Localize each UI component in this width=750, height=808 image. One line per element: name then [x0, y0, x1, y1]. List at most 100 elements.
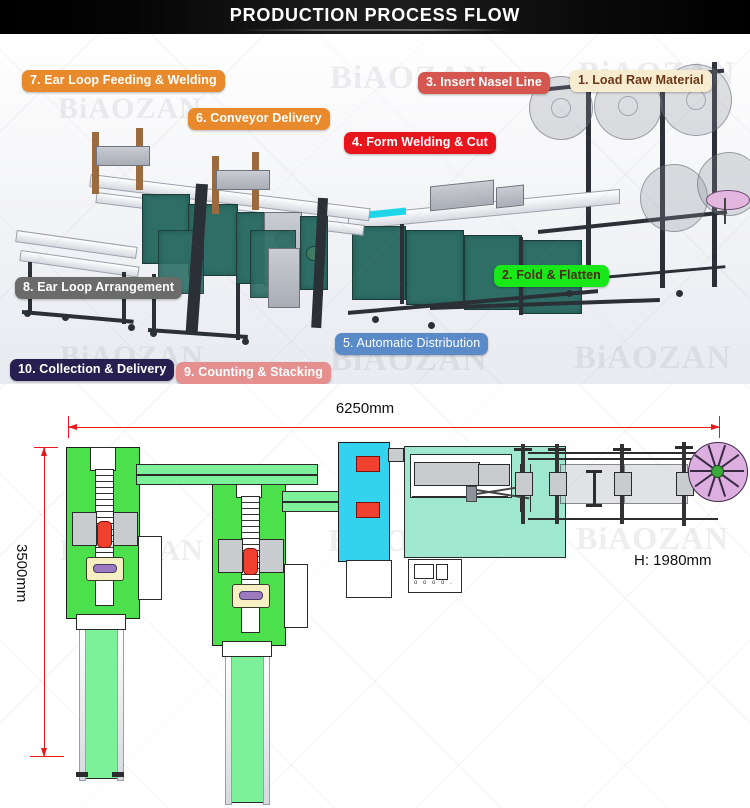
cabinet-support-leg	[400, 224, 404, 304]
welder-head-left	[218, 539, 243, 573]
step-label-1[interactable]: 1. Load Raw Material	[570, 70, 712, 92]
welding-tower-post	[212, 156, 219, 214]
transfer-rail	[282, 502, 346, 512]
step-label-9-text: 9. Counting & Stacking	[184, 365, 324, 379]
caster-wheel	[372, 316, 379, 323]
transfer-rail	[136, 475, 318, 485]
step-label-10-text: 10. Collection & Delivery	[18, 362, 167, 376]
welder-head-right	[113, 512, 138, 546]
machine-cabinet	[352, 226, 406, 300]
width-arrow-right	[711, 424, 720, 430]
support-post-cap	[586, 470, 602, 473]
spindle-crossbar	[675, 446, 693, 449]
spindle-crossbar	[514, 448, 532, 451]
header-banner: PRODUCTION PROCESS FLOW	[0, 0, 750, 34]
depth-arrow-top	[41, 447, 47, 456]
step-label-8[interactable]: 8. Ear Loop Arrangement	[15, 277, 183, 299]
welding-die	[243, 548, 258, 575]
depth-extension-top	[34, 447, 58, 449]
side-control-panel	[284, 564, 308, 628]
step-label-6-text: 6. Conveyor Delivery	[196, 111, 322, 125]
conveyor-side-rail	[263, 651, 270, 805]
welder-head-right	[259, 539, 284, 573]
step-label-8-text: 8. Ear Loop Arrangement	[23, 280, 175, 294]
conveyor-side-rail	[79, 624, 86, 781]
step-label-3[interactable]: 3. Insert Nasel Line	[418, 72, 550, 94]
pink-spooler	[706, 190, 750, 210]
roll-hub	[686, 90, 706, 110]
conveyor-foot	[76, 772, 88, 777]
spindle-hub	[549, 472, 567, 496]
console-screen	[414, 564, 434, 579]
conveyor-head-box	[222, 641, 272, 657]
conveyor-head-box	[76, 614, 126, 630]
production-line-render: BiAOZAN BiAOZAN BiAOZAN BiAOZAN BiAOZAN …	[0, 34, 750, 384]
caster-wheel	[566, 290, 573, 297]
transfer-rail	[282, 491, 346, 502]
transfer-base-box	[346, 560, 392, 598]
width-extension-left	[68, 416, 70, 438]
step-label-2[interactable]: 2. Fold & Flatten	[494, 265, 609, 287]
caster-wheel	[242, 338, 249, 345]
step-label-6[interactable]: 6. Conveyor Delivery	[188, 108, 330, 130]
console-buttons: o o o o .	[414, 580, 454, 586]
spindle-crossbar	[548, 448, 566, 451]
reel-hub	[711, 465, 724, 478]
roll-hub	[618, 96, 638, 116]
width-extension-right	[719, 416, 721, 438]
mask-form-detail	[93, 564, 117, 573]
support-post	[593, 472, 596, 506]
width-dimension-label: 6250mm	[335, 400, 395, 417]
spindle-hub	[614, 472, 632, 496]
roller-group	[414, 462, 480, 486]
depth-extension-bottom	[30, 756, 64, 758]
step-label-4[interactable]: 4. Form Welding & Cut	[344, 132, 496, 154]
output-conveyor-belt	[230, 656, 265, 803]
conveyor-leg	[236, 284, 240, 340]
step-label-3-text: 3. Insert Nasel Line	[426, 75, 542, 89]
ear-loop-welding-head	[216, 170, 270, 190]
raw-material-upright	[586, 76, 591, 286]
caster-wheel	[62, 314, 69, 321]
step-label-10[interactable]: 10. Collection & Delivery	[10, 359, 175, 381]
conveyor-side-rail	[225, 651, 232, 805]
welder-head-left	[72, 512, 97, 546]
caster-wheel	[150, 330, 157, 337]
step-label-7-text: 7. Ear Loop Feeding & Welding	[30, 73, 217, 87]
transfer-clamp	[356, 502, 380, 518]
transfer-rail	[136, 464, 318, 475]
caster-wheel	[428, 322, 435, 329]
page-title: PRODUCTION PROCESS FLOW	[229, 5, 521, 25]
ear-loop-welding-head	[96, 146, 150, 166]
layout-drawing: BiAOZAN BiAOZAN BiAOZAN 6250mm 3500mm H:…	[0, 384, 750, 808]
conveyor-side-rail	[117, 624, 124, 781]
step-label-7[interactable]: 7. Ear Loop Feeding & Welding	[22, 70, 225, 92]
console-screen	[436, 564, 448, 580]
transfer-detail	[388, 448, 404, 462]
folding-blade-hub	[466, 486, 477, 502]
step-label-2-text: 2. Fold & Flatten	[502, 268, 601, 282]
welding-die	[97, 521, 112, 548]
support-post-cap	[586, 504, 602, 507]
step-label-9[interactable]: 9. Counting & Stacking	[176, 362, 332, 384]
roller-group	[478, 464, 510, 486]
step-label-5[interactable]: 5. Automatic Distribution	[335, 333, 489, 355]
machine-top-box	[90, 447, 116, 471]
spindle-crossbar	[613, 448, 631, 451]
height-note-label: H: 1980mm	[634, 552, 712, 569]
welding-tower-post	[92, 132, 99, 194]
mask-form-detail	[239, 591, 263, 600]
depth-arrow-bottom	[41, 748, 47, 757]
caster-wheel	[24, 310, 31, 317]
conveyor-base-rail	[147, 328, 248, 339]
step-label-1-text: 1. Load Raw Material	[578, 73, 704, 87]
side-control-panel	[138, 536, 162, 600]
pink-spooler-shaft	[724, 198, 726, 224]
conveyor-leg	[152, 274, 156, 332]
control-box	[268, 248, 300, 308]
step-label-4-text: 4. Form Welding & Cut	[352, 135, 488, 149]
machine-detail	[412, 496, 508, 498]
roll-hub	[551, 98, 571, 118]
depth-dimension-line	[44, 447, 46, 757]
